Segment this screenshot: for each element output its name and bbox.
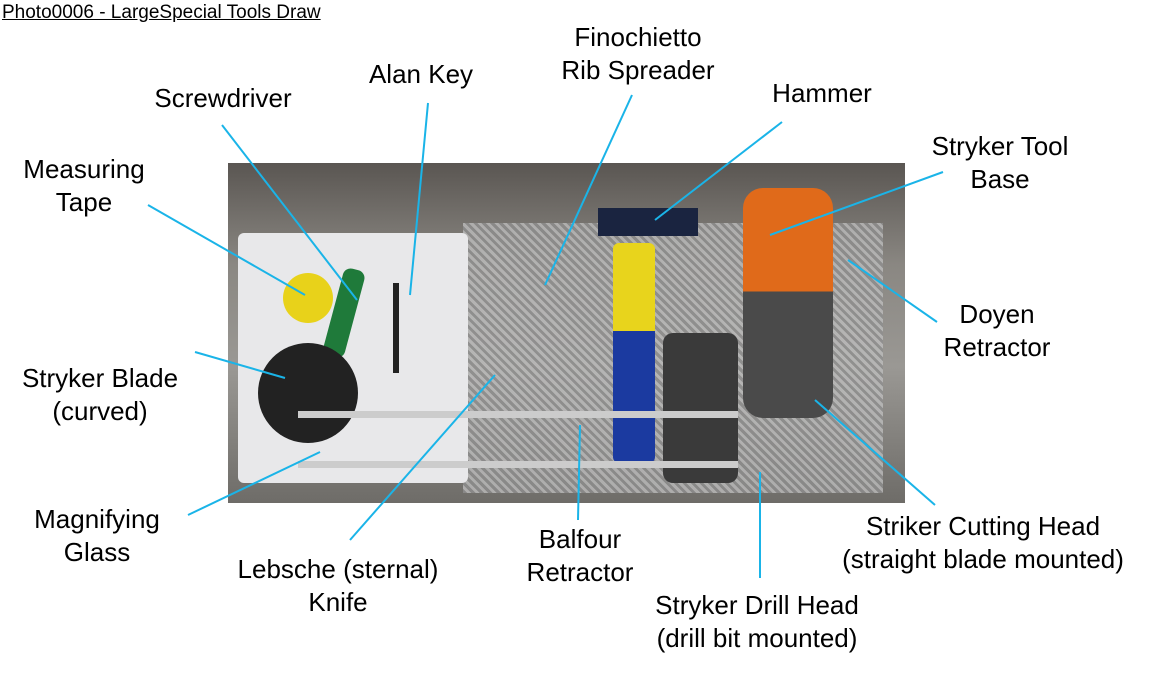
leader-line-screwdriver [221, 124, 358, 301]
leader-line-cutting-head [814, 399, 936, 506]
leader-line-balfour-retractor [577, 424, 581, 521]
drill-head [663, 333, 738, 483]
leader-line-doyen-retractor [847, 259, 938, 323]
balfour-rod [298, 461, 738, 468]
label-screwdriver: Screwdriver [154, 83, 292, 113]
label-alan-key: Alan Key [368, 59, 474, 89]
balfour-rod [298, 411, 738, 418]
measuring-tape [283, 273, 333, 323]
stryker-blade [258, 343, 358, 443]
hammer-head [598, 208, 698, 236]
label-hammer: Hammer [772, 78, 872, 108]
stryker-tool-base [743, 188, 833, 418]
page-title: Photo0006 - LargeSpecial Tools Draw [2, 2, 321, 23]
tool-drawer-photo [228, 163, 905, 503]
leader-line-magnifying-glass [187, 451, 321, 516]
hammer [613, 243, 655, 463]
label-lebsche-knife: Lebsche (sternal)Knife [237, 554, 439, 617]
leader-line-stryker-tool-base [769, 171, 944, 236]
label-cutting-head: Striker Cutting Head(straight blade moun… [842, 511, 1124, 574]
label-drill-head: Stryker Drill Head(drill bit mounted) [655, 590, 859, 653]
leader-line-stryker-blade [194, 351, 286, 379]
label-stryker-blade: Stryker Blade(curved) [21, 363, 179, 426]
leader-line-hammer [654, 121, 783, 221]
leader-line-lebsche-knife [349, 374, 496, 541]
leader-line-alan-key [409, 102, 429, 296]
leader-line-rib-spreader [544, 94, 633, 286]
alan-key [393, 283, 399, 373]
leader-line-measuring-tape [147, 204, 306, 296]
